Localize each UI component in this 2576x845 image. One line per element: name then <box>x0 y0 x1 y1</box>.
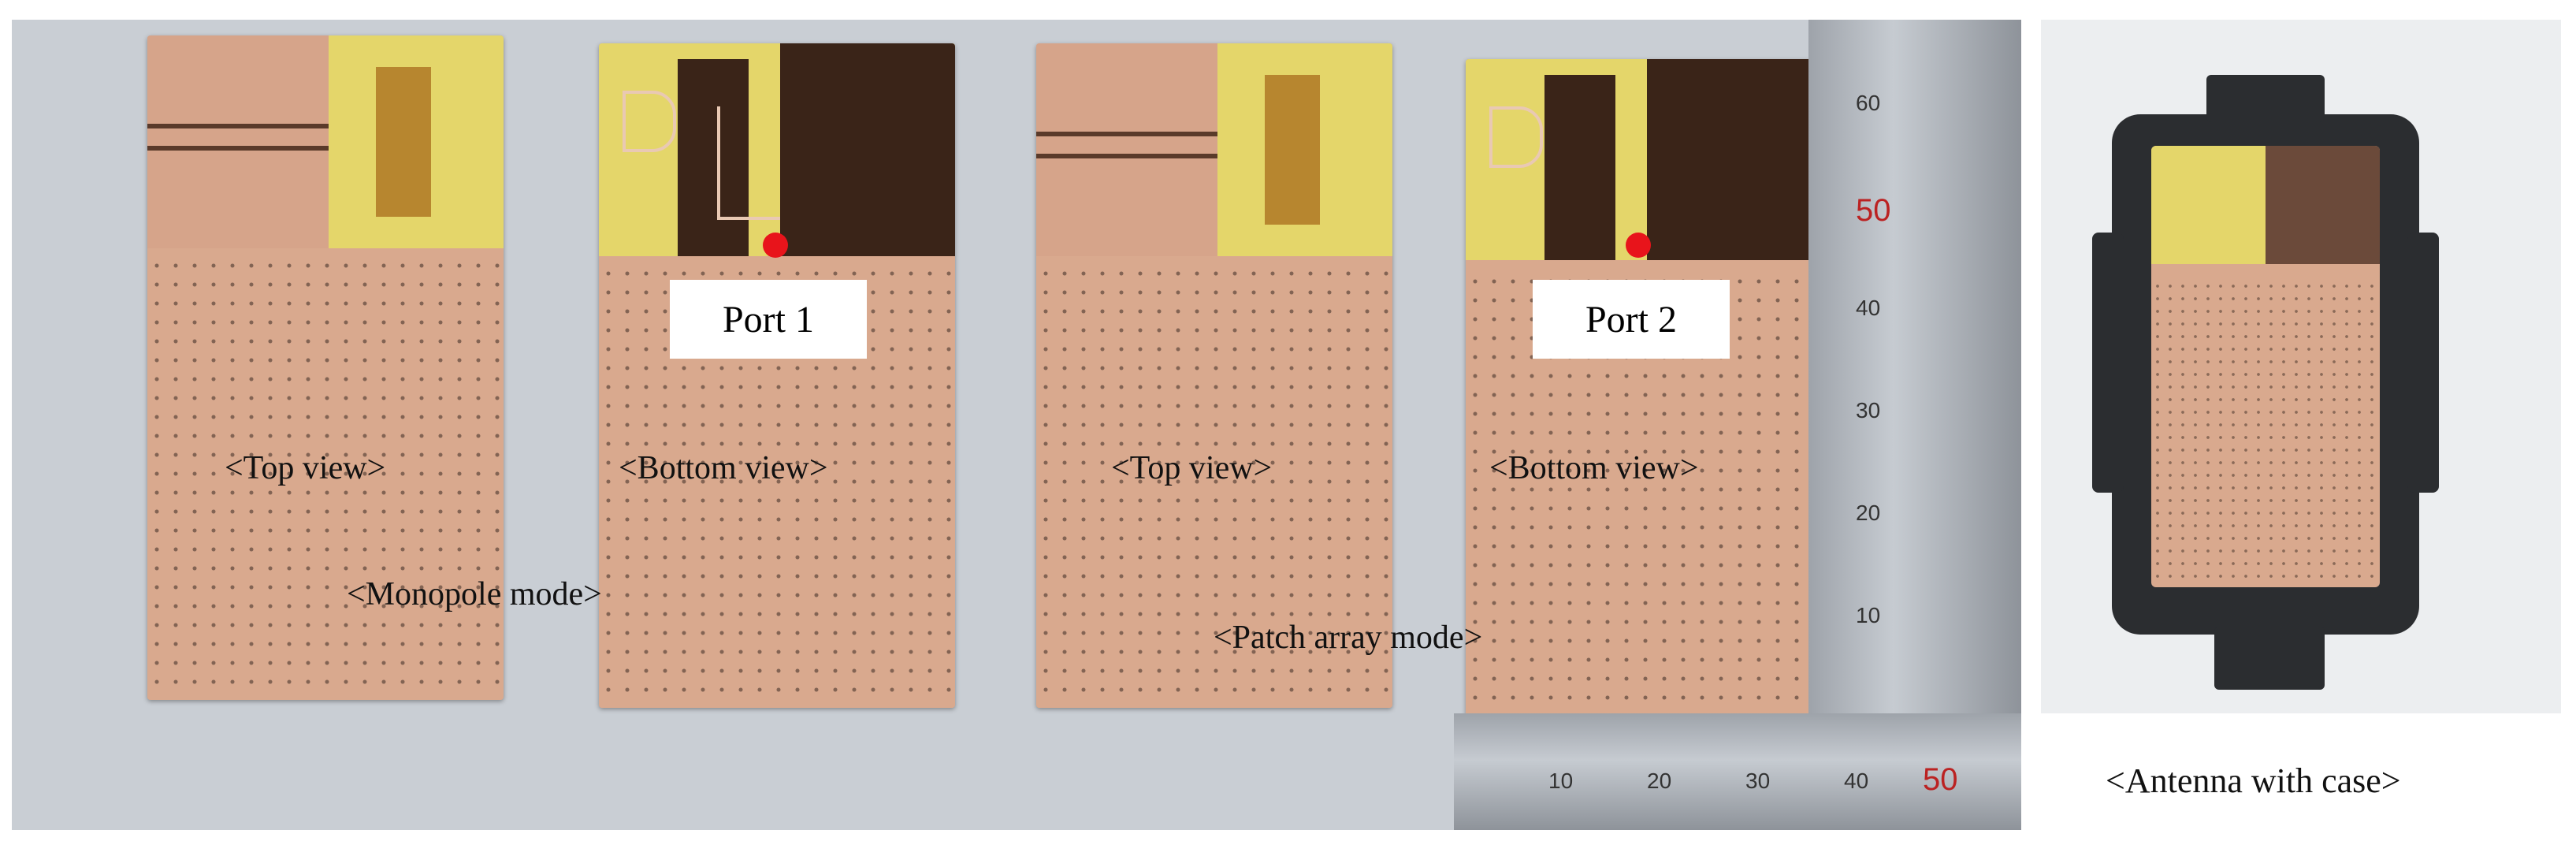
feed-trace <box>717 106 720 217</box>
case-side-tab <box>2407 233 2439 493</box>
port-1-label: Port 1 <box>670 280 867 359</box>
monopole-mode-caption: <Monopole mode> <box>347 576 602 612</box>
port-2-marker <box>1626 233 1651 258</box>
via-pattern <box>1036 264 1392 705</box>
via-pattern <box>2151 280 2380 587</box>
dark-strip <box>1544 75 1615 260</box>
dark-strip <box>678 59 749 256</box>
dark-region <box>2266 146 2380 264</box>
substrate-region <box>2151 146 2266 264</box>
ruler-tick: 20 <box>1856 501 1881 525</box>
antenna-board-in-case <box>2151 146 2380 587</box>
case-side-tab <box>2092 233 2124 493</box>
slot-line <box>1036 132 1217 136</box>
ruler-tick: 40 <box>1856 296 1881 320</box>
board-bottom-view-patch <box>1466 59 1844 733</box>
top-view-caption: <Top view> <box>1111 450 1273 486</box>
ruler-tick: 50 <box>1923 762 1958 797</box>
feed-trace <box>717 217 780 220</box>
vertical-ruler: 60 50 40 30 20 10 <box>1808 20 2021 729</box>
d-shaped-trace <box>1489 106 1543 168</box>
dark-region <box>780 43 955 256</box>
board-top-view-monopole <box>147 35 504 700</box>
port-2-label: Port 2 <box>1533 280 1730 359</box>
feed-strip <box>1265 75 1320 225</box>
slot-line <box>147 146 329 151</box>
horizontal-ruler: 10 20 30 40 50 <box>1454 713 2021 830</box>
board-top-view-patch <box>1036 43 1392 708</box>
ruler-tick: 30 <box>1856 398 1881 422</box>
d-shaped-trace <box>623 91 676 152</box>
ruler-tick: 40 <box>1844 769 1869 793</box>
antenna-case-photo <box>2041 20 2561 713</box>
feed-strip <box>376 67 431 217</box>
ruler-tick: 50 <box>1856 193 1891 228</box>
port-1-marker <box>763 233 788 258</box>
ruler-tick: 10 <box>1548 769 1574 793</box>
ruler-tick: 60 <box>1856 91 1881 115</box>
bottom-view-caption: <Bottom view> <box>1489 450 1699 486</box>
slot-line <box>147 124 329 128</box>
patch-array-mode-caption: <Patch array mode> <box>1214 620 1483 656</box>
ruler-tick: 20 <box>1647 769 1672 793</box>
case-bottom-connector <box>2214 627 2325 690</box>
board-bottom-view-monopole <box>599 43 955 708</box>
via-pattern <box>147 256 504 698</box>
case-top-tab <box>2206 75 2325 122</box>
bottom-view-caption: <Bottom view> <box>619 450 828 486</box>
ruler-tick: 30 <box>1745 769 1771 793</box>
ruler-tick: 10 <box>1856 603 1881 627</box>
slot-line <box>1036 154 1217 158</box>
pcb-photo-panel: 60 50 40 30 20 10 10 20 30 40 50 Port 1 … <box>12 20 2021 830</box>
antenna-with-case-caption: <Antenna with case> <box>2106 761 2401 800</box>
top-view-caption: <Top view> <box>225 450 386 486</box>
